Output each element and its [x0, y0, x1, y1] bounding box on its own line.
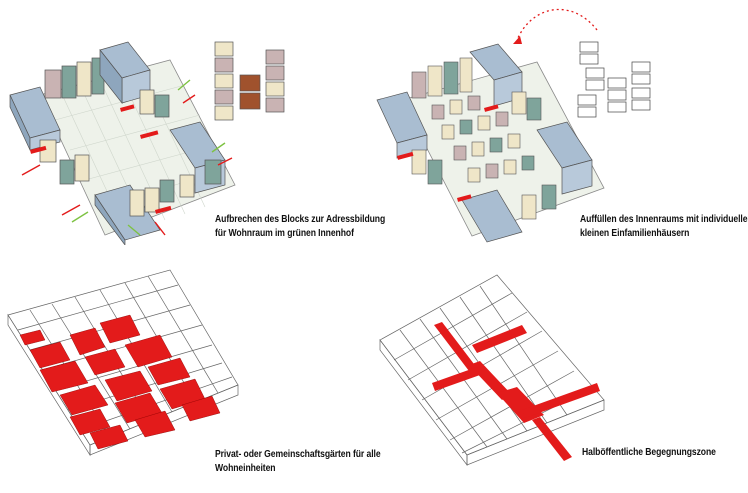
green-arrow-icon: [71, 211, 89, 223]
gardens-plan: [7, 269, 239, 457]
curved-arrow-icon: [516, 8, 598, 41]
caption-line: Privat- oder Gemeinschaftsgärten für all…: [215, 448, 381, 460]
diagram-gardens: [0, 265, 370, 493]
caption-infill: Auffüllen des Innenraums mit individuell…: [580, 212, 748, 240]
caption-line: Wohneinheiten: [215, 462, 276, 474]
infill-illustration: [376, 8, 651, 243]
caption-line: Auffüllen des Innenraums mit individuell…: [580, 213, 748, 225]
caption-line: Halböffentliche Begegnungszone: [582, 446, 716, 458]
caption-line: Aufbrechen des Blocks zur Adressbildung: [215, 213, 386, 225]
diagram-block-opening: [0, 0, 370, 245]
encounter-zone-path: [432, 322, 600, 461]
diagram-infill: [372, 0, 748, 245]
caption-line: kleinen Einfamilienhäusern: [580, 227, 690, 239]
caption-line: für Wohnraum im grünen Innenhof: [215, 227, 354, 239]
red-arrow-icon: [21, 164, 41, 176]
caption-encounter-zone: Halböffentliche Begegnungszone: [582, 445, 716, 459]
caption-gardens: Privat- oder Gemeinschaftsgärten für all…: [215, 447, 381, 475]
encounter-zone-plan: [379, 274, 605, 467]
diagram-encounter-zone: [372, 265, 748, 493]
block-opening-illustration: [9, 41, 285, 245]
caption-block-opening: Aufbrechen des Blocks zur Adressbildung …: [215, 212, 385, 240]
